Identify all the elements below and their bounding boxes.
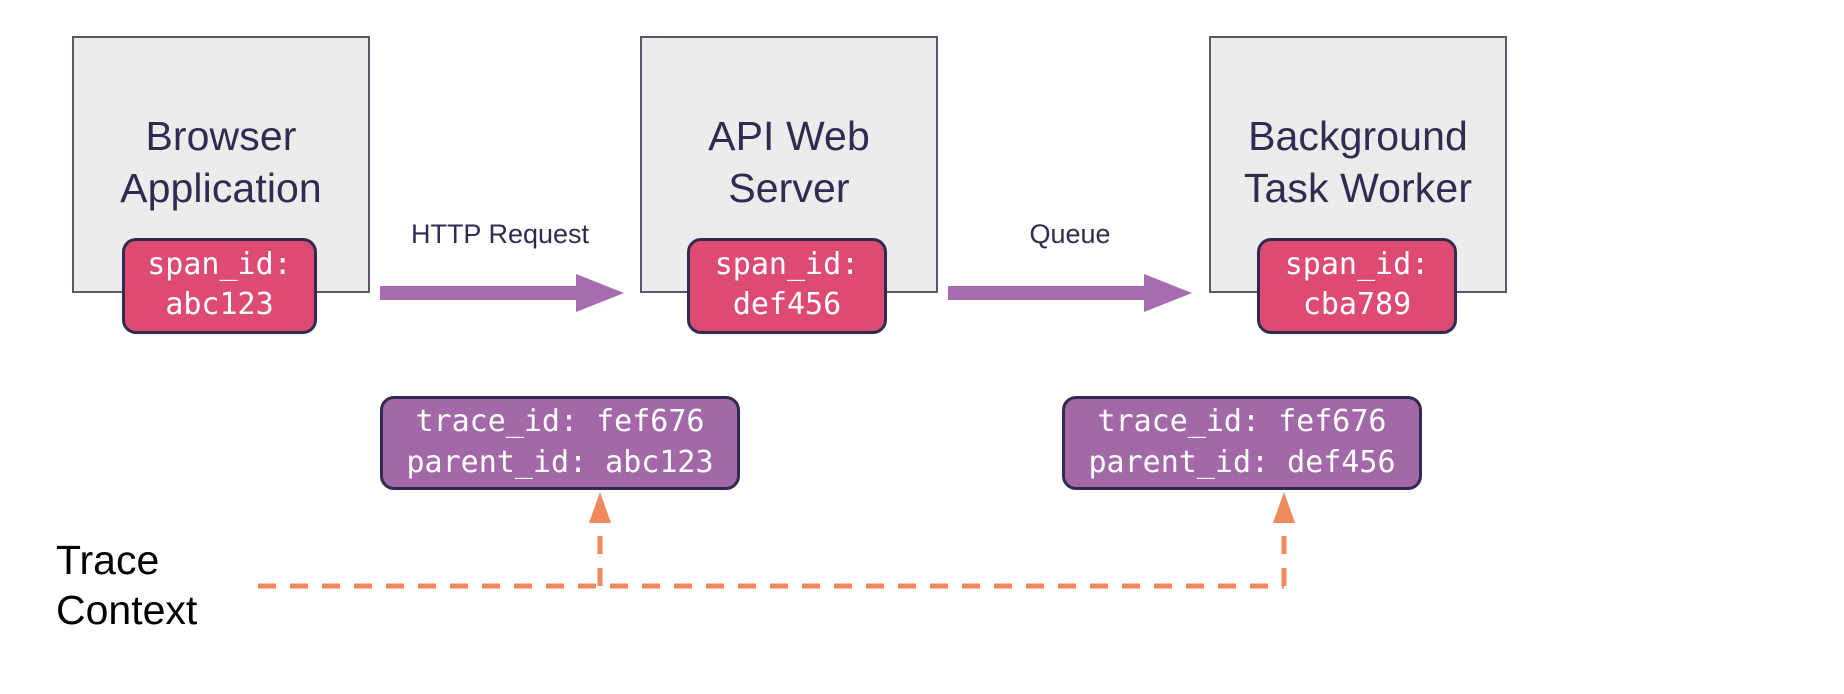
service-title-browser-application: Browser Application [120, 113, 322, 212]
span-badge-background-task-worker: span_id: cba789 [1257, 238, 1457, 334]
flow-label-queue: Queue [1029, 219, 1111, 249]
flow-arrow-queue [948, 274, 1192, 312]
flow-arrow-http-request [380, 274, 624, 312]
trace-context-box-queue: trace_id: fef676 parent_id: def456 [1062, 396, 1422, 490]
span-badge-browser-application: span_id: abc123 [122, 238, 317, 334]
trace-context-box-http: trace_id: fef676 parent_id: abc123 [380, 396, 740, 490]
trace-context-label: Trace Context [56, 537, 198, 634]
flow-label-http-request: HTTP Request [410, 219, 590, 249]
service-title-api-web-server: API Web Server [708, 113, 870, 212]
service-title-background-task-worker: Background Task Worker [1243, 113, 1473, 212]
span-badge-api-web-server: span_id: def456 [687, 238, 887, 334]
